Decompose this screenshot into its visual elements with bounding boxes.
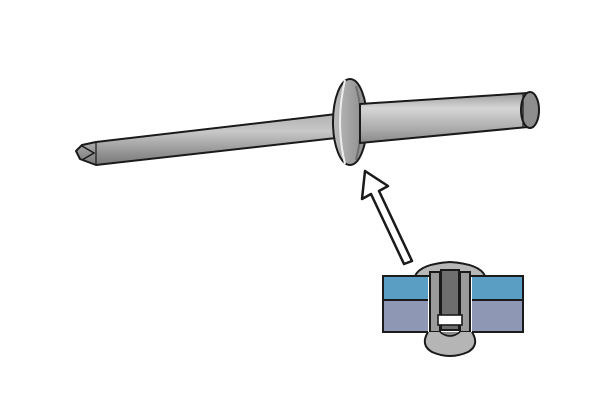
arrow-up-left-icon [360, 169, 414, 266]
rivet-mandrel-icon [75, 112, 346, 166]
rivet-cross-section-icon [382, 261, 524, 357]
rivet-body-icon [359, 91, 540, 144]
